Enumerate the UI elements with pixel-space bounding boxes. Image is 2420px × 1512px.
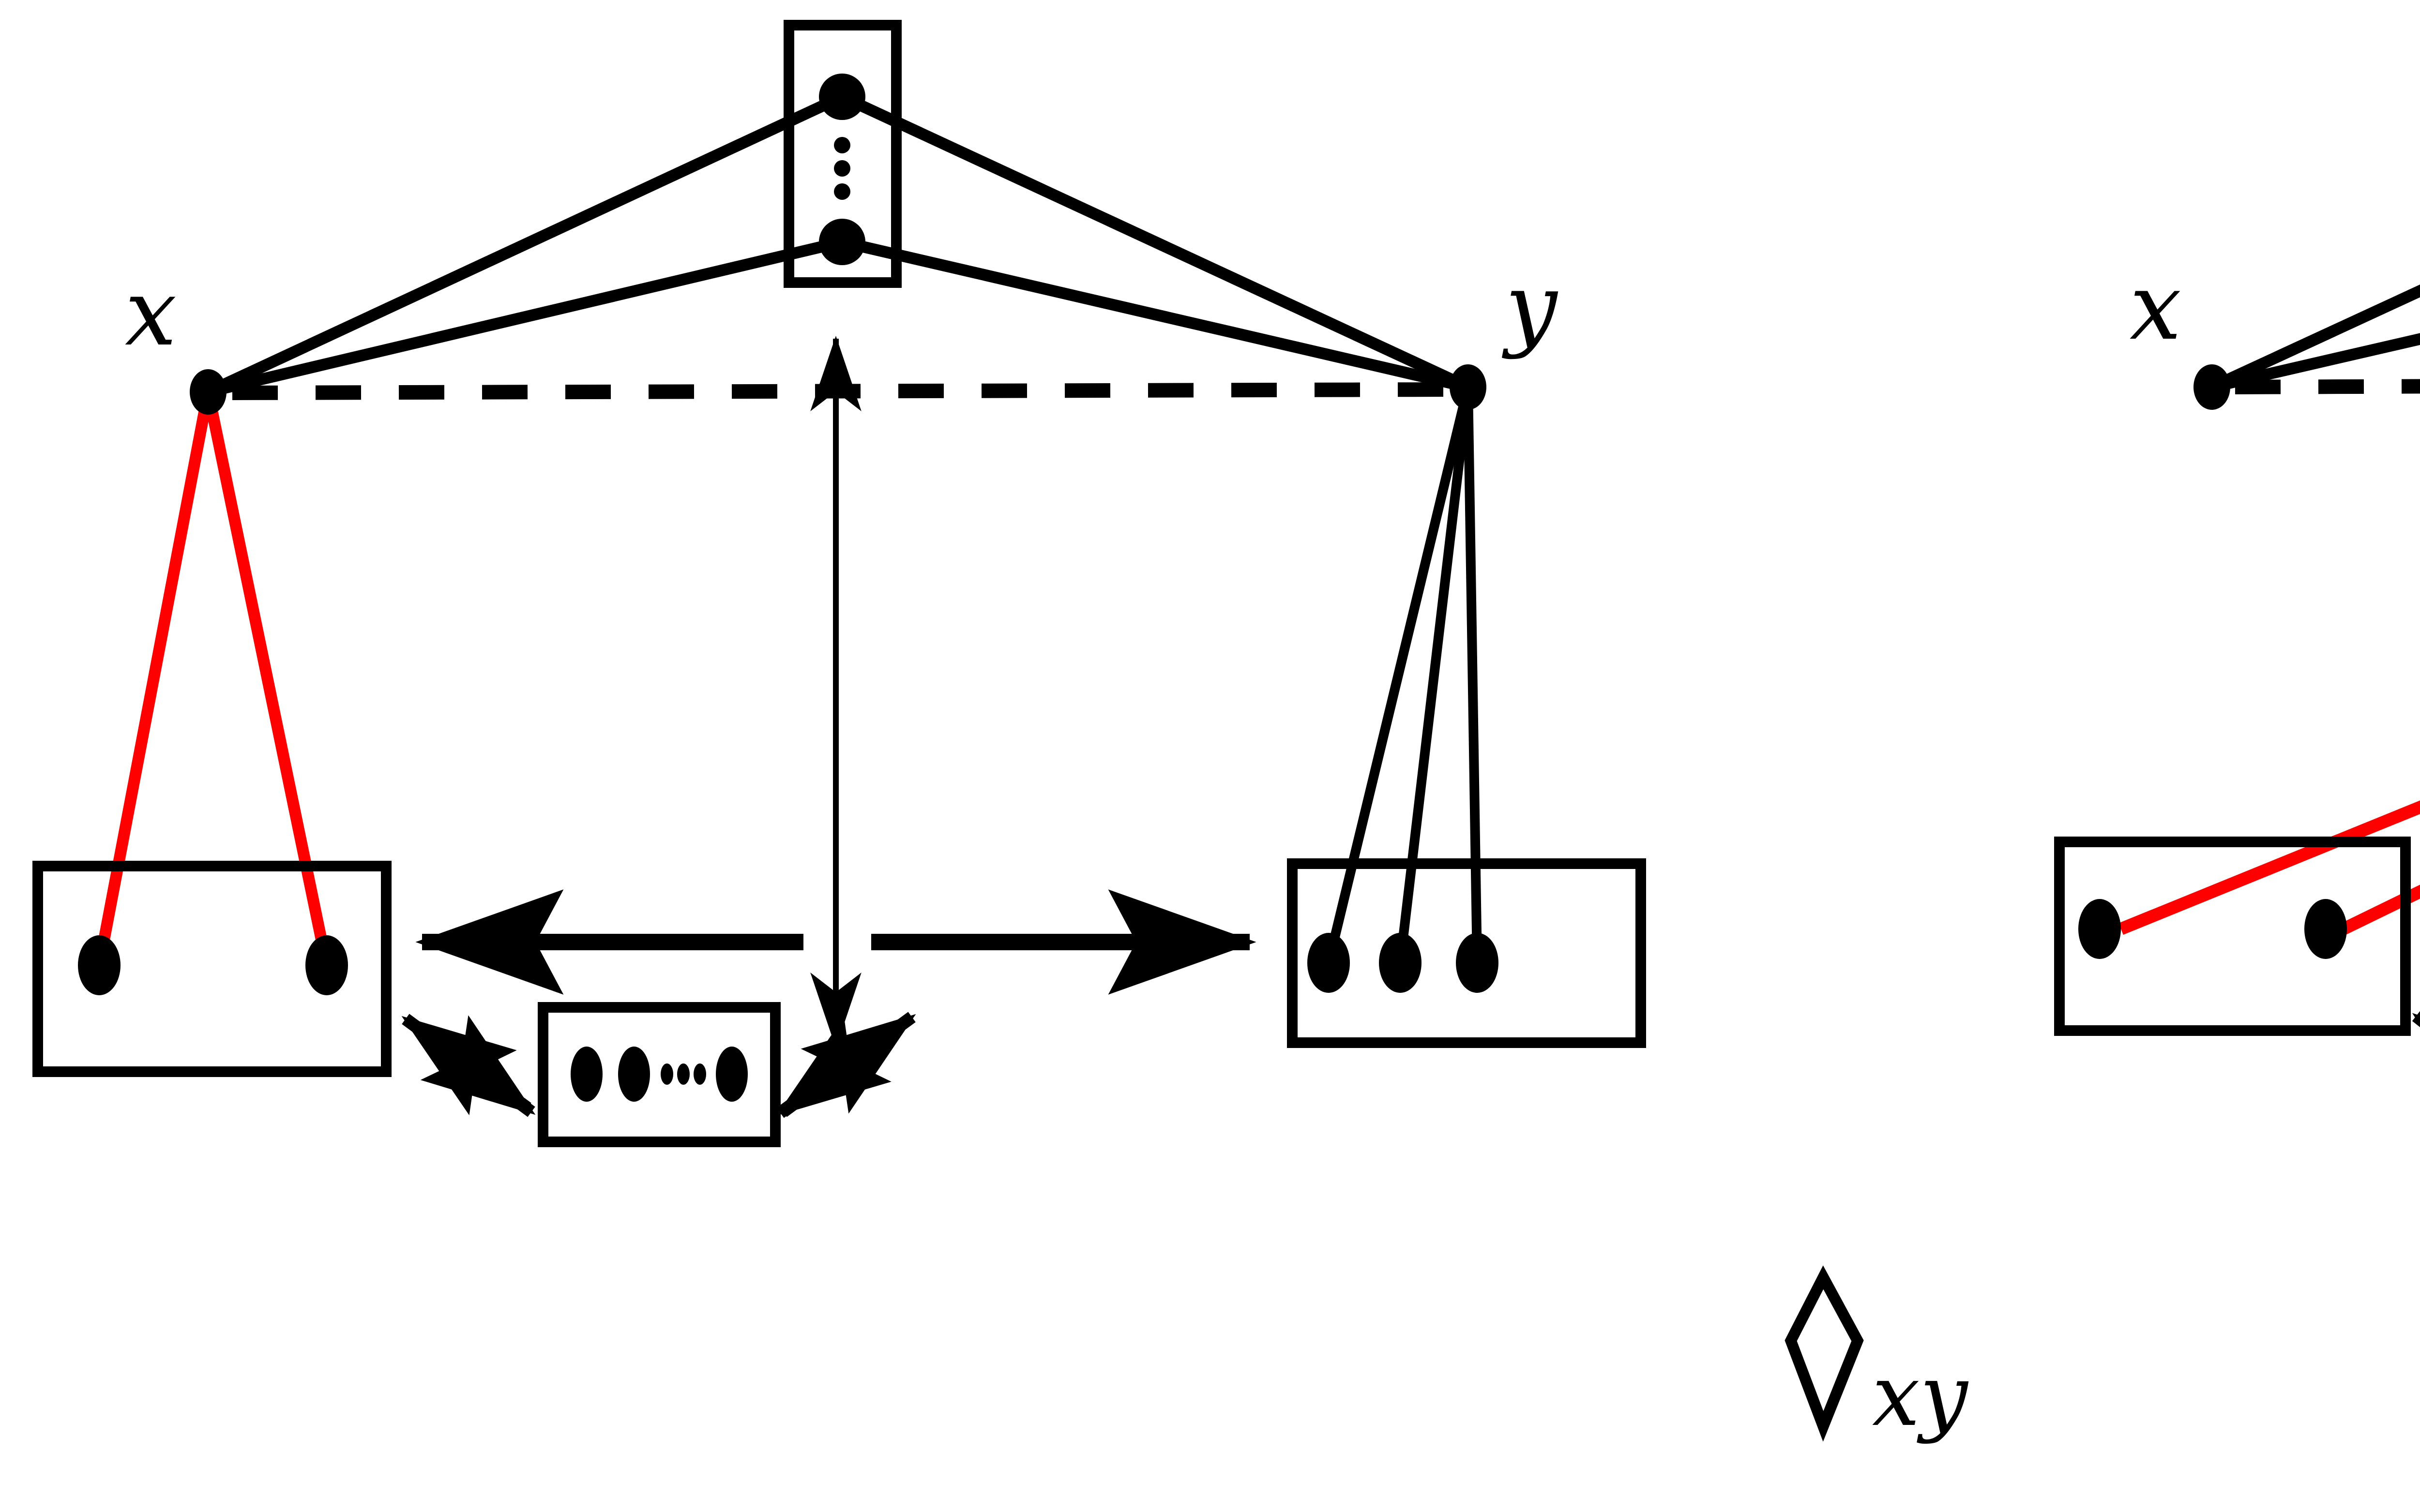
center-box-dot-2 [618,1047,650,1102]
top-box-upper-dot [819,74,865,120]
left-panel-y-fan-edges [1324,386,1482,964]
left-box-dot-2 [305,935,348,995]
right-panel-left-box [2054,837,2411,1036]
caption-subscript: xy [1872,1347,1969,1445]
right-panel: x y [2054,254,2420,1115]
red-edge-x-to-leftbox-dot-1 [93,390,214,967]
label-x: x [2130,254,2181,360]
left-panel-diagonal-arrows [401,1012,916,1118]
dashed-edge-x-y [2235,379,2420,394]
right-box-frame [1287,858,1646,1048]
right-panel-black-edges [2209,284,2420,393]
left-panel-red-edges [93,390,333,967]
right-box-dot-3 [1456,933,1498,993]
edge-y-to-topdot-lower [841,236,1469,393]
center-box-dot-3 [716,1047,748,1102]
top-box-vdot-3 [834,183,850,200]
label-y: y [1501,254,1558,360]
left-box-dot-2 [2304,899,2347,959]
left-box-dot-1 [78,935,121,995]
right-box-dot-2 [1379,933,1422,993]
left-panel-black-edges [205,91,1471,398]
left-box-dot-1 [2078,899,2121,959]
arrow-left-box-to-centerbox [2412,1011,2420,1027]
label-x: x [125,259,177,366]
top-box-vdot-2 [834,160,850,177]
vertex-x [190,369,227,415]
vertex-y [1450,364,1486,410]
left-panel-right-box [1287,858,1646,1048]
center-box-cdot-2 [677,1063,690,1085]
center-box-frame [538,1002,781,1147]
edge-x-to-topdot-upper [2209,284,2420,392]
top-box-lower-dot [819,219,865,265]
left-box-frame [32,861,392,1077]
red-edge-x-to-leftbox-dot-2 [202,390,333,967]
vertex-x [2193,364,2230,410]
edge-x-to-topdot-lower [2210,333,2420,393]
left-panel-top-box [784,20,902,288]
left-panel-center-box [538,1002,781,1147]
arrow-left-box-to-centerbox [402,1014,536,1117]
center-box-cdot-3 [694,1063,706,1085]
edge-x-to-topdot-upper [205,91,845,397]
dashed-edge-x-y [232,382,1452,400]
top-box-frame [784,20,902,288]
left-panel: x y [32,20,1646,1147]
figure-caption: xy [1785,1265,1969,1445]
center-box-cdot-1 [661,1063,673,1085]
arrow-right-box-to-centerbox [776,1012,916,1118]
edge-y-to-rightbox-dot-1 [1324,386,1473,964]
right-box-dot-1 [1307,933,1350,993]
arrow-centerbox-to-left-box [2412,1011,2420,1115]
edge-x-to-topdot-lower [207,236,844,398]
edge-y-to-topdot-upper [839,91,1471,392]
left-box-frame [2054,837,2411,1036]
top-box-vdot-1 [834,137,850,153]
center-box-dot-1 [571,1047,603,1102]
left-panel-left-box [32,861,392,1077]
lozenge-icon [1785,1265,1864,1442]
edge-y-to-rightbox-dot-2 [1395,386,1473,964]
right-panel-diagonal-arrows [2412,1011,2420,1115]
edge-y-to-rightbox-dot-3 [1463,387,1482,963]
